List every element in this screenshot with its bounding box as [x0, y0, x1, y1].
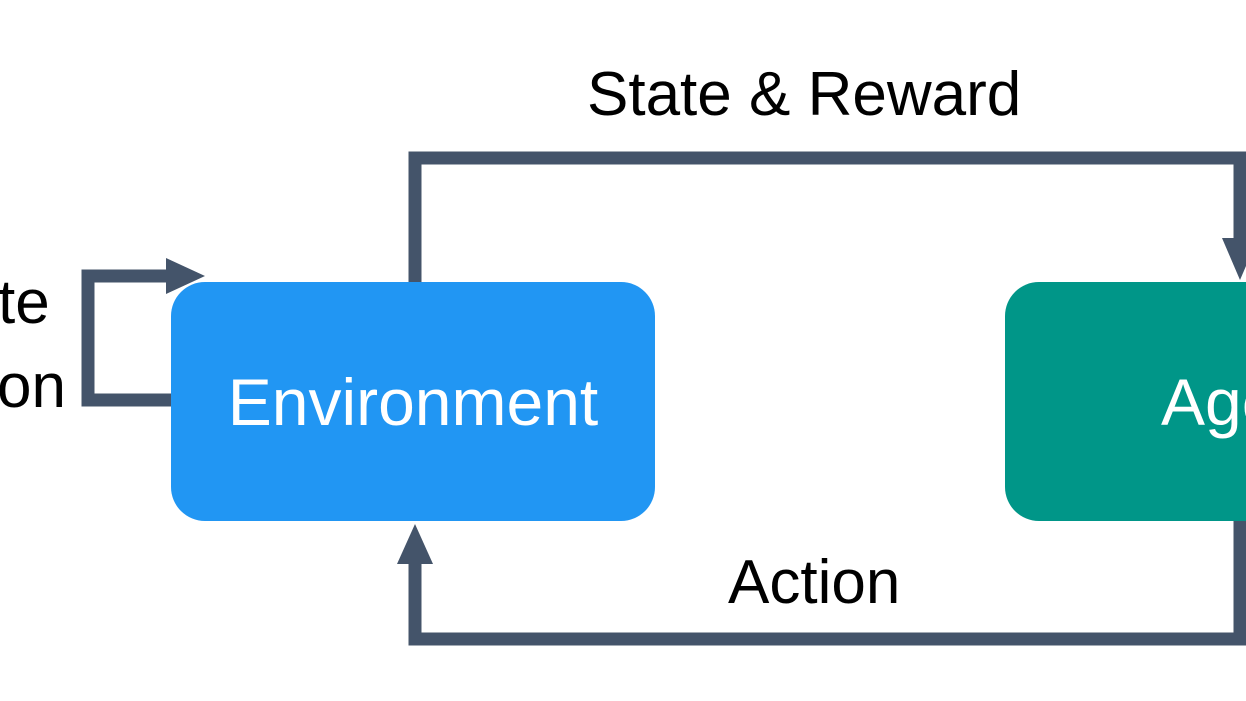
environment-node: Environment [171, 282, 655, 521]
agent-node: Age [1005, 282, 1246, 521]
self-loop-label-line2: on [0, 352, 66, 421]
state-reward-connector [408, 151, 1246, 282]
environment-node-label: Environment [227, 364, 599, 439]
self-loop-label-line1: te [0, 268, 50, 337]
self-loop-arrowhead [166, 258, 205, 294]
state-reward-label: State & Reward [587, 60, 1022, 129]
action-connector [408, 520, 1246, 646]
state-reward-arrowhead [1222, 238, 1246, 280]
self-loop-connector [81, 269, 172, 407]
action-label: Action [728, 548, 901, 617]
agent-node-label: Age [1161, 364, 1246, 439]
action-arrowhead [397, 524, 433, 564]
